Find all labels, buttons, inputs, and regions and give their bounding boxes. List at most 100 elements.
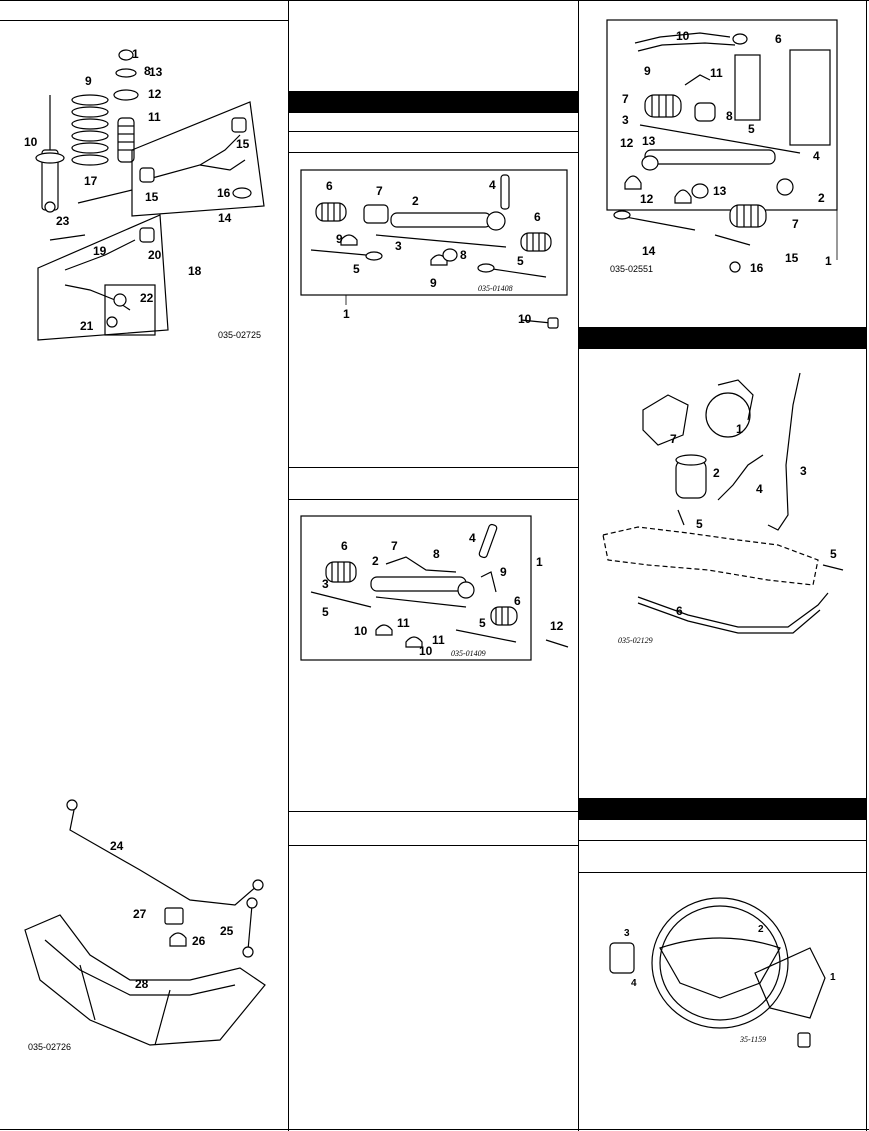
mid-rule-1: [289, 131, 578, 132]
right-rule-2: [579, 872, 867, 873]
rear-suspension-figure: 1 8 9 10 11 12 13 14 15 15 16 17 18 19 2…: [24, 47, 265, 341]
callout: 6: [326, 179, 333, 193]
callout: 13: [642, 134, 656, 148]
callout: 3: [322, 577, 329, 591]
callout: 9: [500, 565, 507, 579]
steering-wheel-figure: 1 2 3 4 35-1159: [609, 897, 836, 1048]
bottom-rule: [0, 1129, 869, 1130]
callout: 10: [676, 29, 690, 43]
callout: 23: [56, 214, 70, 228]
callout: 7: [792, 217, 799, 231]
callout: 1: [536, 555, 543, 569]
callout: 15: [236, 137, 250, 151]
right-rule-1: [579, 840, 867, 841]
callout: 10: [24, 135, 38, 149]
callout: 15: [785, 251, 799, 265]
callout: 27: [133, 907, 147, 921]
callout: 16: [750, 261, 764, 275]
callout: 4: [469, 531, 476, 545]
callout: 7: [670, 432, 677, 446]
callout: 4: [631, 978, 637, 989]
left-header-rule: [0, 20, 288, 21]
steering-rack-b-figure: 1 2 3 4 5 5 6 6 7 8 9 10 10 11 11 12 035…: [300, 515, 569, 661]
callout: 5: [517, 254, 524, 268]
callout: 26: [192, 934, 206, 948]
callout: 12: [550, 619, 564, 633]
callout: 11: [148, 110, 161, 124]
rack-b-callouts: 1 2 3 4 5 5 6 6 7 8 9 10 10 11 11 12: [322, 531, 564, 658]
callout: 22: [140, 291, 154, 305]
callout: 13: [713, 184, 727, 198]
callout: 2: [372, 554, 379, 568]
callout: 21: [80, 319, 94, 333]
callout: 6: [775, 32, 782, 46]
boot-drawing: [315, 202, 552, 252]
callout: 4: [813, 149, 820, 163]
callout: 1: [825, 254, 832, 268]
callout: 11: [710, 66, 723, 80]
callout: 9: [644, 64, 651, 78]
callout: 3: [624, 928, 630, 939]
callout: 1: [343, 307, 350, 321]
figure-code: 35-1159: [739, 1035, 766, 1044]
figure-code: 035-02129: [618, 636, 653, 645]
mid-rule-2: [289, 152, 578, 153]
mid-rule-4: [289, 499, 578, 500]
figure-code: 035-01408: [478, 284, 513, 293]
column-rule-1: [288, 0, 289, 1131]
callout: 12: [640, 192, 654, 206]
section-header-bar-wheel: [579, 798, 867, 820]
callout: 12: [148, 87, 162, 101]
mid-rule-5: [289, 811, 578, 812]
callout: 5: [696, 517, 703, 531]
callout: 5: [479, 616, 486, 630]
stabilizer-callouts: 24 25 26 27 28: [110, 839, 234, 991]
figure-code: 035-02726: [28, 1042, 71, 1052]
callout: 28: [135, 977, 149, 991]
callout: 2: [713, 466, 720, 480]
callout: 7: [391, 539, 398, 553]
callout: 18: [188, 264, 202, 278]
stabilizer-figure: 24 25 26 27 28 035-02726: [24, 799, 266, 1052]
power-steering-pump-figure: 1 2 3 4 5 5 6 7 035-02129: [602, 372, 844, 645]
bump-boot-drawing: [117, 117, 135, 163]
callout: 11: [397, 616, 410, 630]
callout: 14: [218, 211, 232, 225]
steering-rack-a-figure: 1 2 3 4 5 5 6 6 7 8 9 9 10 035-01408: [300, 169, 568, 329]
callout: 7: [622, 92, 629, 106]
callout: 5: [830, 547, 837, 561]
right-rule: [866, 0, 867, 1131]
pump-callouts: 1 2 3 4 5 5 6 7: [670, 422, 837, 618]
callout: 8: [144, 64, 151, 78]
section-header-bar-middle: [289, 91, 578, 113]
column-rule-2: [578, 0, 579, 1131]
callout: 9: [430, 276, 437, 290]
callout: 2: [758, 924, 764, 935]
callout: 8: [726, 109, 733, 123]
callout: 10: [354, 624, 368, 638]
callout: 11: [432, 633, 445, 647]
callout: 5: [322, 605, 329, 619]
callout: 14: [642, 244, 656, 258]
mid-rule-3: [289, 467, 578, 468]
callout: 1: [830, 972, 836, 983]
callout: 20: [148, 248, 162, 262]
callout: 19: [93, 244, 107, 258]
figure-code: 035-01409: [451, 649, 486, 658]
callout: 10: [419, 644, 433, 658]
callout: 5: [353, 262, 360, 276]
callout: 9: [336, 232, 343, 246]
callout: 3: [622, 113, 629, 127]
callout: 1: [132, 47, 139, 61]
figure-code: 035-02725: [218, 330, 261, 340]
rack-c-callouts: 1 2 3 4 5 6 7 7 8 9 10 11 12 12 13 13 14…: [620, 29, 832, 275]
coil-spring-drawing: [71, 94, 109, 166]
callout: 10: [518, 312, 532, 326]
mid-rule-6: [289, 845, 578, 846]
callout: 2: [412, 194, 419, 208]
shock-absorber-drawing: [35, 95, 65, 213]
figure-code: 035-02551: [610, 264, 653, 274]
wheel-callouts: 1 2 3 4: [624, 924, 836, 989]
callout: 6: [514, 594, 521, 608]
